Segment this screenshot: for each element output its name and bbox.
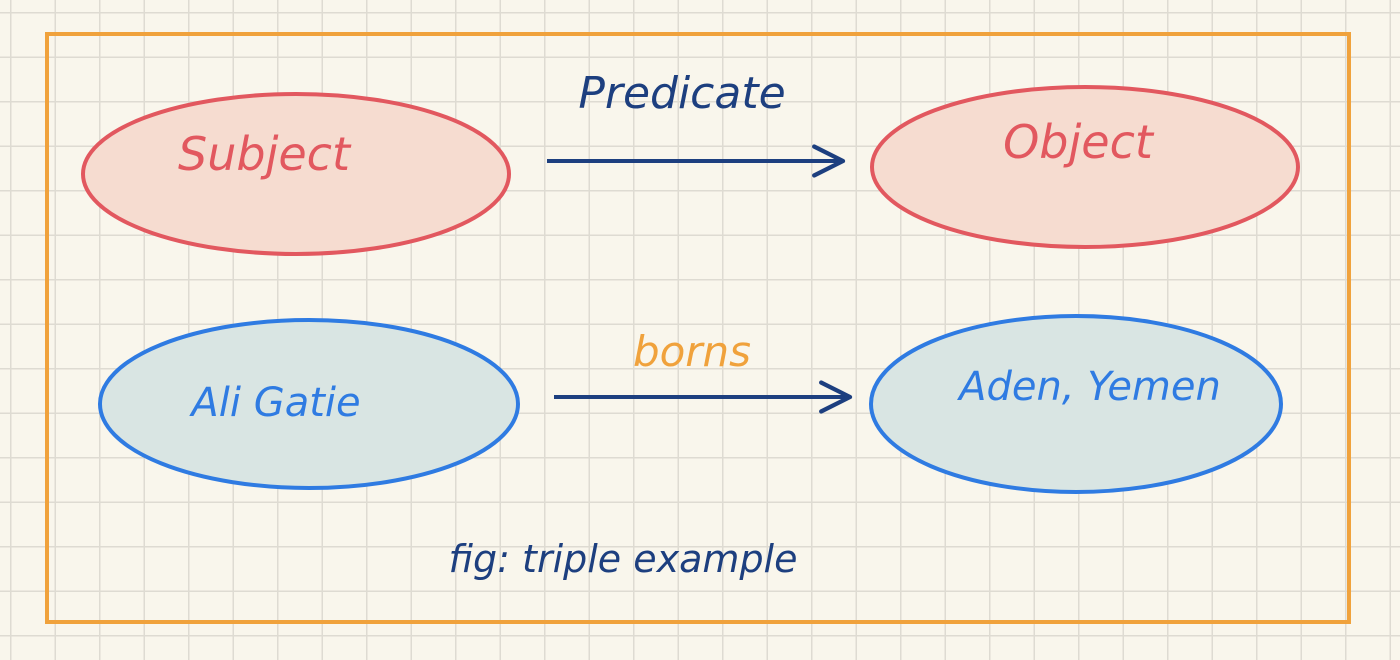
- triple-row-2: Ali Gatie borns Aden, Yemen: [98, 314, 1283, 494]
- figure-caption: fig: triple example: [449, 537, 798, 581]
- predicate-label: borns: [633, 327, 751, 376]
- diagram-frame: [45, 32, 1351, 624]
- object-label: Aden, Yemen: [956, 364, 1221, 410]
- predicate-label: Predicate: [578, 68, 785, 119]
- subject-label: Ali Gatie: [188, 380, 360, 426]
- object-node: [870, 85, 1300, 249]
- subject-label: Subject: [178, 127, 352, 181]
- object-node: [869, 314, 1283, 494]
- subject-node: [81, 92, 511, 256]
- object-label: Object: [1003, 115, 1155, 169]
- subject-node: [98, 318, 520, 490]
- triple-row-1: Subject Predicate Object: [81, 68, 1300, 256]
